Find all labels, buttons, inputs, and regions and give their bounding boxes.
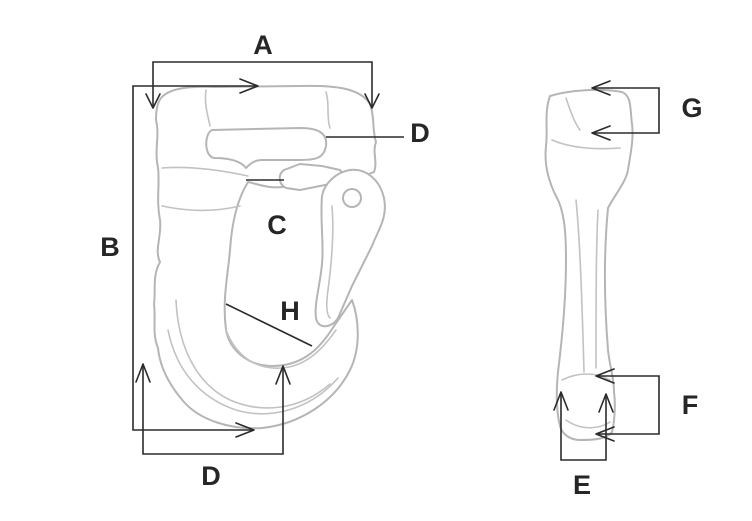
side-detail-bottom [561,373,611,381]
latch-pivot-pin [342,188,362,208]
dim-B-bracket [132,85,258,431]
hook-inner-curve-1 [175,299,331,409]
label-C: C [267,210,287,240]
label-E: E [573,470,591,500]
dim-F-arrow-bottom [595,426,615,442]
dim-E-arrow-left [553,391,569,411]
side-outline [544,88,634,441]
dim-H-line [225,303,313,347]
hook-slot [205,127,328,169]
hook-band [161,166,249,177]
side-detail-bottom-2 [565,419,611,429]
dim-A-bracket [152,61,373,108]
dim-B-arrow-top [239,78,259,94]
label-D-top: D [410,118,430,148]
dim-A-arrow-right [364,93,380,109]
hook-side-view [544,88,634,441]
label-G: G [681,93,702,123]
dim-F-arrow-top [595,368,615,384]
dim-G-arrow-top [591,80,611,96]
label-F: F [682,390,699,420]
dimension-lines [132,61,660,461]
dim-D-bottom-bracket [142,364,284,455]
dim-E-arrow-right [598,393,614,413]
dim-B-arrow-bottom [235,422,255,438]
side-detail-top-2 [565,97,581,131]
hook-latch-inner [325,205,334,319]
dim-E-bracket [560,392,607,461]
side-shank-right [595,209,599,369]
label-B: B [100,232,120,262]
dim-F-bracket [596,375,660,435]
dim-G-bracket [592,87,660,134]
side-detail-top [551,139,621,150]
hook-top-crease-2 [325,91,331,129]
hook-top-crease-1 [204,89,211,127]
dim-G-arrow-bottom [591,125,611,141]
dimension-labels: A B C D H D G F E [100,30,702,500]
label-A: A [253,30,273,60]
dim-A-arrow-left [145,93,161,109]
hook-front-view [153,84,386,430]
side-shank-left [575,199,585,373]
hook-band-lower [161,205,241,212]
label-D-bottom: D [201,461,221,491]
dim-D-bottom-arrow-left [135,363,151,383]
label-H: H [280,296,300,326]
hook-inner-curve-2 [167,329,339,415]
dim-D-bottom-arrow-right [275,365,291,385]
